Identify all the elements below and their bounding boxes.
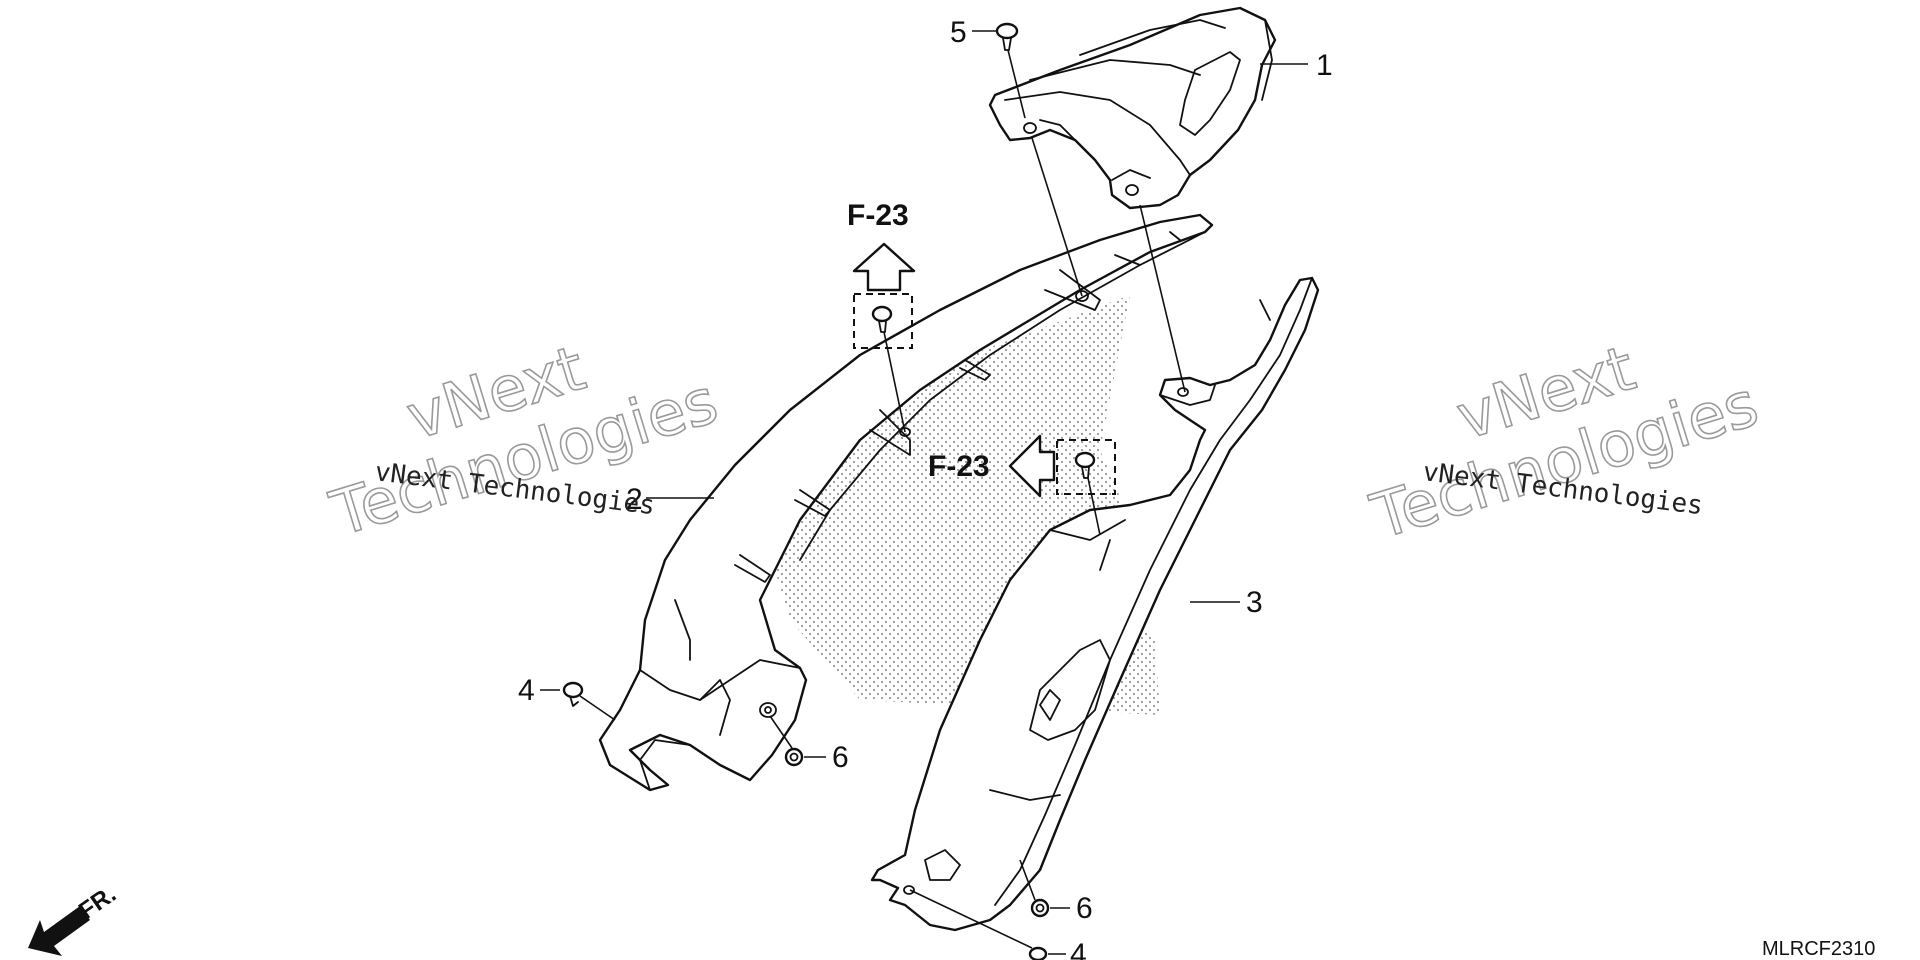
leader-box-top xyxy=(883,331,906,433)
arrow-left-icon xyxy=(1008,434,1056,498)
screw-in-box-top xyxy=(871,305,893,333)
watermark-right: vNext Technologies xyxy=(1362,330,1767,554)
leader-part-4-left xyxy=(540,689,616,721)
callout-part-5: 5 xyxy=(950,16,967,49)
callout-part-1: 1 xyxy=(1316,49,1333,82)
arrow-up-icon xyxy=(852,242,916,292)
reference-box-top xyxy=(853,293,913,349)
leader-cowl-to-cover-a xyxy=(1031,137,1083,297)
reference-label-middle: F-23 xyxy=(928,450,990,483)
part-3-right-side-cover xyxy=(870,276,1320,932)
clip-6-left xyxy=(784,747,804,767)
screw-in-box-middle xyxy=(1074,451,1096,479)
watermark-left: vNext Technologies xyxy=(322,330,727,551)
clip-6-bottom xyxy=(1030,898,1050,918)
callout-part-3: 3 xyxy=(1246,586,1263,619)
bolt-4-left xyxy=(562,681,584,707)
part-2-left-side-cover xyxy=(598,213,1214,792)
part-1-upper-cowl xyxy=(988,6,1277,210)
screw-5 xyxy=(995,22,1019,51)
callout-part-4-left: 4 xyxy=(518,674,535,707)
front-direction-indicator: FR. xyxy=(28,881,121,956)
reference-box-middle xyxy=(1056,439,1116,495)
leader-cowl-to-cover-b xyxy=(1139,204,1186,393)
front-arrow-icon xyxy=(28,906,90,956)
leader-part-5 xyxy=(972,30,1026,119)
leader-part-4-bottom xyxy=(909,889,1066,955)
bolt-4-bottom xyxy=(1028,946,1048,960)
callout-part-6-bottom: 6 xyxy=(1076,892,1093,925)
callout-part-6-left: 6 xyxy=(832,741,849,774)
callout-part-4-bottom: 4 xyxy=(1070,938,1087,960)
leader-box-middle xyxy=(1087,477,1101,536)
leader-part-6-left xyxy=(769,715,826,758)
reference-label-top: F-23 xyxy=(847,199,909,232)
callout-part-2: 2 xyxy=(626,483,643,516)
leader-part-6-bottom xyxy=(1019,859,1070,909)
diagram-code: MLRCF2310 xyxy=(1762,938,1875,960)
